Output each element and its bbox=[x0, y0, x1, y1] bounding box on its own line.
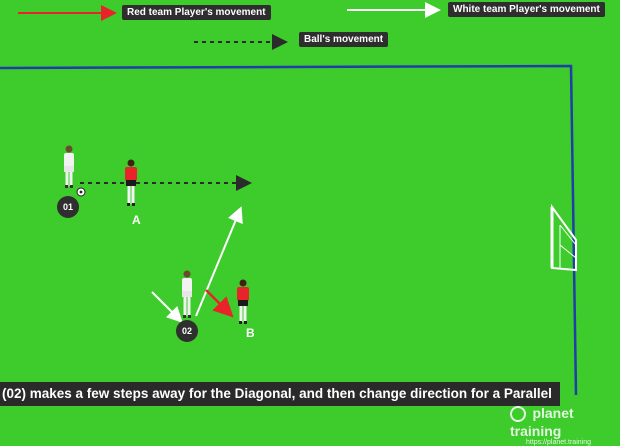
watermark-name: planet training bbox=[510, 405, 574, 439]
legend-ball-label: Ball's movement bbox=[299, 32, 389, 47]
legend-red-label: Red team Player's movement bbox=[122, 5, 271, 20]
white-player-01 bbox=[64, 145, 74, 188]
red-player-b bbox=[237, 279, 249, 324]
ball bbox=[76, 187, 86, 197]
marker-b: B bbox=[246, 326, 255, 340]
player-badge-01: 01 bbox=[57, 196, 79, 218]
legend-white-label: White team Player's movement bbox=[448, 2, 605, 17]
watermark-url: https://planet.training bbox=[526, 439, 591, 446]
goal bbox=[550, 203, 577, 272]
caption-bar: (02) makes a few steps away for the Diag… bbox=[0, 382, 560, 406]
red-run-arrow bbox=[205, 289, 234, 318]
watermark: planet training https://planet.training bbox=[510, 405, 620, 446]
white-run-in-arrow bbox=[151, 291, 183, 323]
watermark-logo-icon bbox=[510, 405, 526, 422]
red-player-a bbox=[125, 159, 137, 206]
marker-a: A bbox=[132, 213, 141, 227]
field-boundary bbox=[0, 64, 578, 396]
white-player-02 bbox=[182, 270, 192, 318]
white-run-diagonal-arrow bbox=[195, 206, 243, 317]
player-badge-02: 02 bbox=[176, 320, 198, 342]
